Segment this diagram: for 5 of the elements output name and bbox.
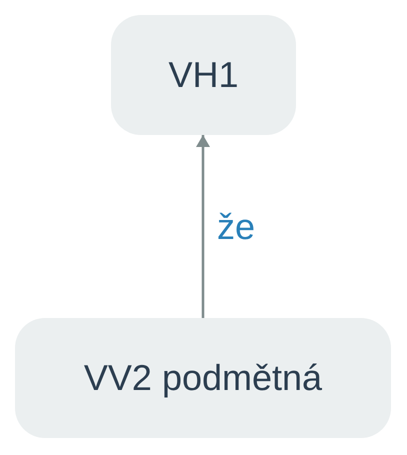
arrow [196,135,210,318]
process-box [15,318,391,438]
process-box [111,15,296,135]
node-label: VV2 podmětná [84,357,322,399]
node-label: VH1 [168,54,239,96]
